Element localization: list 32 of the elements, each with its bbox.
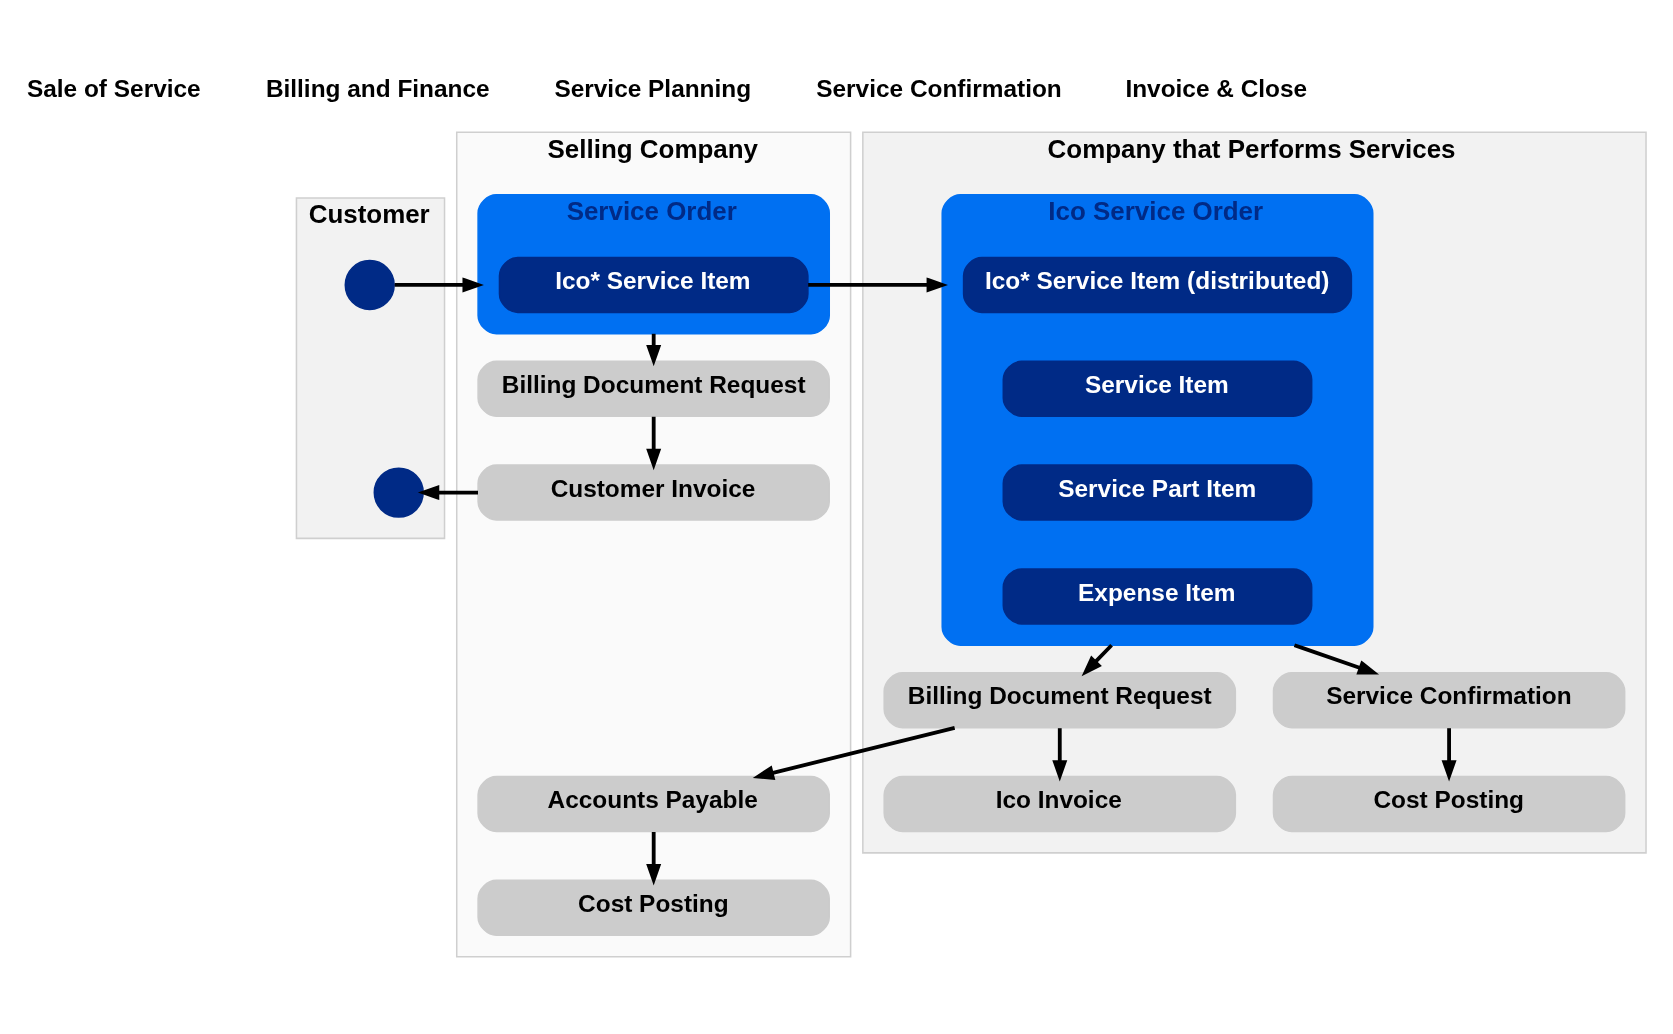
node-box: Cost Posting bbox=[1272, 775, 1626, 833]
arrow bbox=[1293, 643, 1380, 675]
cluster: Customer bbox=[295, 197, 446, 540]
node-box: Customer Invoice bbox=[477, 464, 830, 521]
arrow bbox=[1052, 728, 1068, 782]
arrow bbox=[646, 333, 662, 367]
node-circle bbox=[344, 259, 395, 311]
label: Service Planning bbox=[554, 74, 752, 102]
label: Invoice & Close bbox=[1125, 74, 1308, 102]
arrow bbox=[646, 832, 662, 886]
node-circle bbox=[373, 467, 424, 518]
arrow bbox=[808, 277, 948, 293]
node-box: Ico Invoice bbox=[883, 775, 1237, 833]
arrow bbox=[394, 277, 484, 293]
label: Billing and Finance bbox=[265, 74, 490, 102]
node-box: Service Item bbox=[1002, 360, 1313, 417]
node-box: Ico* Service Item bbox=[498, 256, 809, 314]
node-box: Ico* Service Item (distributed) bbox=[962, 256, 1353, 314]
node-box: Accounts Payable bbox=[477, 775, 830, 833]
arrow bbox=[752, 725, 956, 781]
arrow bbox=[646, 416, 662, 471]
node-box: Service Confirmation bbox=[1272, 671, 1626, 729]
label: Sale of Service bbox=[26, 74, 201, 102]
arrow bbox=[1081, 643, 1113, 677]
node-box: Service Part Item bbox=[1002, 464, 1313, 521]
node-box: Billing Document Request bbox=[477, 360, 830, 417]
arrow bbox=[1441, 728, 1457, 782]
node-box: Billing Document Request bbox=[883, 671, 1237, 729]
node-box: Expense Item bbox=[1002, 568, 1313, 625]
arrow bbox=[417, 485, 478, 501]
label: Service Confirmation bbox=[816, 74, 1062, 102]
node-box: Cost Posting bbox=[477, 879, 830, 937]
